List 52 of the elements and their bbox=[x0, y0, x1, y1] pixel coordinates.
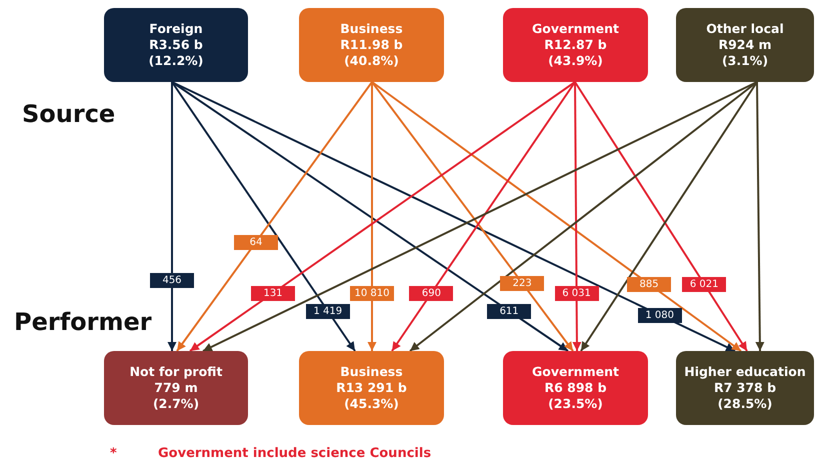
node-value: R13 291 b bbox=[335, 380, 408, 396]
node-value: (2.7%) bbox=[152, 396, 200, 412]
node-title: Government bbox=[531, 21, 620, 37]
edge-label: 6 031 bbox=[554, 286, 599, 300]
performer-box bbox=[104, 351, 248, 425]
node-value: (23.5%) bbox=[547, 396, 604, 412]
node-value: R3.56 b bbox=[148, 37, 204, 53]
arrow bbox=[168, 82, 176, 351]
performer-box bbox=[299, 351, 444, 425]
edge-label: 1 080 bbox=[638, 308, 682, 322]
node-value: (3.1%) bbox=[720, 53, 770, 69]
row-heading: Source bbox=[22, 100, 116, 128]
source-box bbox=[104, 8, 248, 82]
edge-label: 885 bbox=[627, 276, 672, 292]
edge-label: 611 bbox=[487, 304, 532, 318]
arrow bbox=[755, 82, 764, 352]
performer-box bbox=[676, 351, 814, 425]
footnote-mark: * bbox=[110, 446, 117, 461]
node-title: Other local bbox=[705, 21, 785, 37]
node-value: 779 m bbox=[153, 380, 199, 396]
edge-label: 456 bbox=[150, 272, 194, 288]
arrow bbox=[368, 82, 376, 351]
footnote: Government include science Councils bbox=[158, 446, 432, 461]
source-box bbox=[676, 8, 814, 82]
node-title: Higher education bbox=[683, 364, 807, 380]
edge-label: 10 810 bbox=[350, 286, 394, 300]
node-value: (28.5%) bbox=[716, 396, 774, 412]
performer-box bbox=[503, 351, 648, 425]
node-value: (40.8%) bbox=[343, 53, 400, 69]
arrow bbox=[572, 82, 582, 351]
node-title: Business bbox=[339, 21, 404, 37]
node-value: (45.3%) bbox=[343, 396, 400, 412]
node-value: (12.2%) bbox=[148, 53, 204, 69]
edge-label: 1 419 bbox=[306, 304, 350, 318]
edge-label: 131 bbox=[251, 286, 295, 300]
node-title: Government bbox=[531, 364, 620, 380]
edge-label: 64 bbox=[234, 234, 278, 250]
node-value: R7 378 b bbox=[712, 380, 778, 396]
node-title: Business bbox=[339, 364, 404, 380]
node-value: R12.87 b bbox=[543, 37, 608, 53]
row-heading: Performer bbox=[14, 308, 152, 336]
node-value: R11.98 b bbox=[339, 37, 404, 53]
node-title: Not for profit bbox=[128, 364, 224, 380]
edge-label: 690 bbox=[409, 286, 454, 300]
node-title: Foreign bbox=[148, 21, 204, 37]
source-box bbox=[503, 8, 648, 82]
node-value: (43.9%) bbox=[547, 53, 604, 69]
source-box bbox=[299, 8, 444, 82]
edge-label: 6 021 bbox=[682, 276, 726, 292]
edge-label: 223 bbox=[500, 276, 544, 290]
node-value: R924 m bbox=[717, 37, 773, 53]
node-value: R6 898 b bbox=[543, 380, 608, 396]
